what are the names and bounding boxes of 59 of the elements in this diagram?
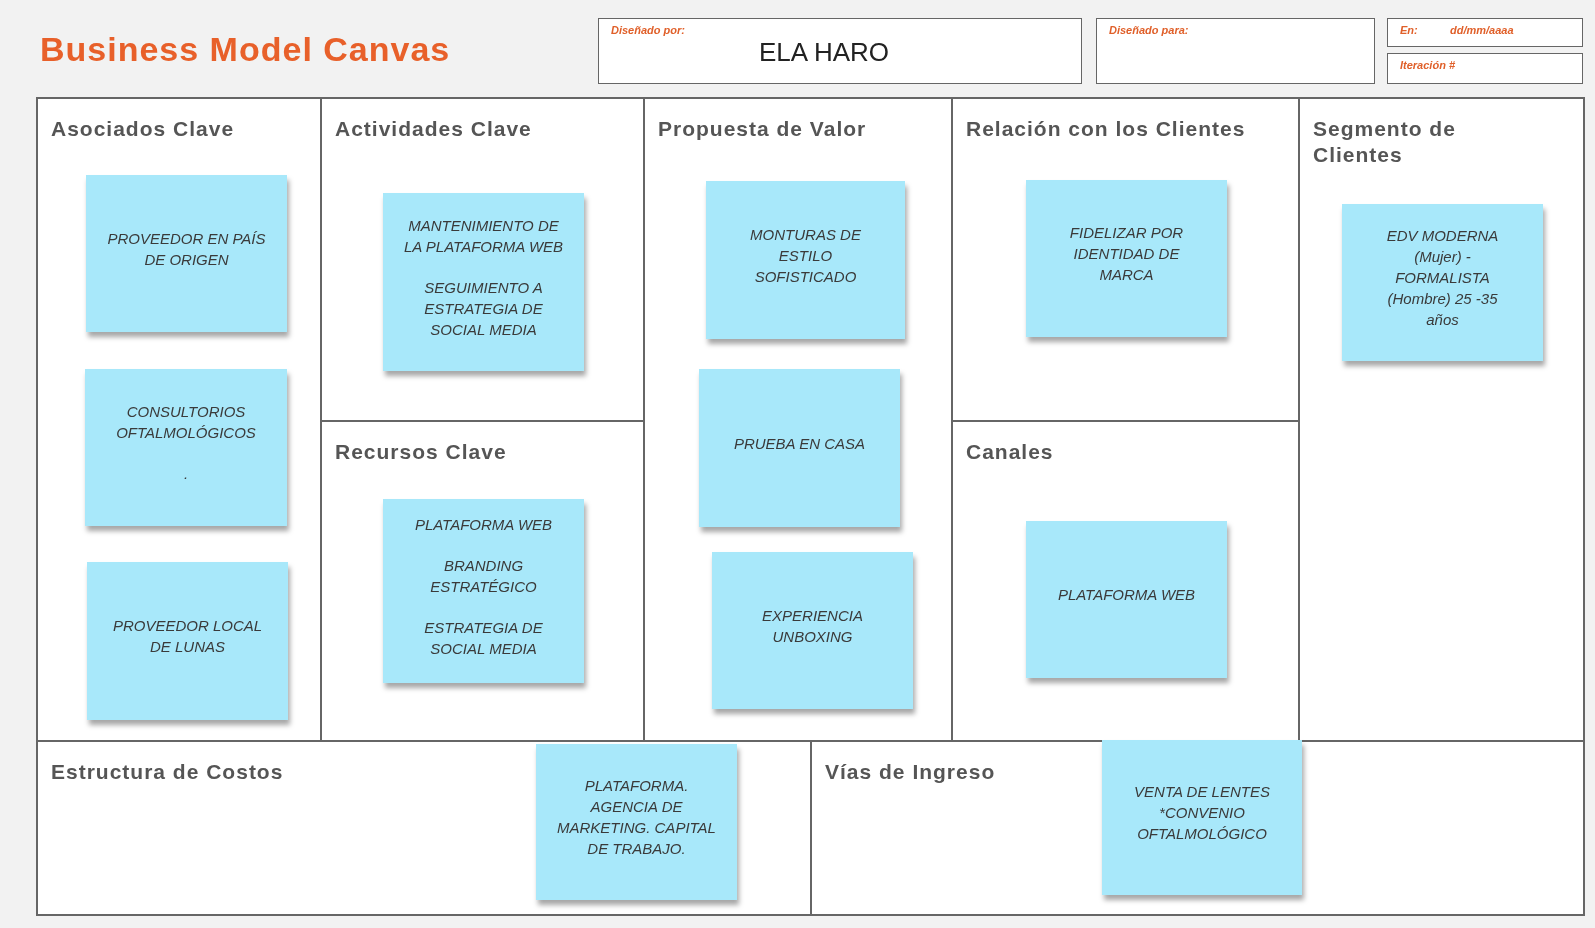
section-heading: Segmento de Clientes [1313, 116, 1457, 168]
note-text: PLATAFORMA WEB [414, 514, 553, 535]
field-value: ELA HARO [759, 37, 890, 68]
canvas-section [951, 420, 1300, 742]
canvas-section [320, 420, 645, 742]
sticky-note [383, 193, 584, 371]
note-text: MONTURAS DE ESTILO SOFISTICADO [749, 224, 862, 287]
sticky-note [1026, 521, 1227, 678]
sticky-note [699, 369, 900, 527]
canvas-title: Business Model Canvas [40, 30, 451, 69]
section-heading: Canales [966, 439, 1055, 465]
header-field [1387, 53, 1583, 84]
note-text: PROVEEDOR LOCAL DE LUNAS [111, 616, 264, 657]
section-heading: Recursos Clave [335, 439, 508, 465]
canvas-section [36, 740, 812, 916]
canvas-section [810, 740, 1585, 916]
sticky-note [712, 552, 913, 709]
note-text: PLATAFORMA. AGENCIA DE MARKETING. CAPITAL DE TRABAJO. [556, 776, 717, 859]
sticky-note [383, 499, 584, 683]
field-label: Iteración # [1400, 59, 1456, 71]
field-label: Diseñado por: [611, 24, 685, 36]
canvas-section [951, 97, 1300, 422]
sticky-note [86, 175, 287, 332]
canvas-section [36, 97, 322, 742]
note-text: BRANDING ESTRATÉGICO [429, 555, 538, 597]
note-text: EXPERIENCIA UNBOXING [761, 605, 864, 647]
sticky-note [1026, 180, 1227, 337]
canvas-section [1298, 97, 1585, 742]
sticky-note [85, 369, 287, 526]
sticky-note [706, 181, 905, 339]
header-field [1387, 18, 1583, 47]
canvas-section [320, 97, 645, 422]
sticky-note [1102, 740, 1302, 895]
field-label: En: [1400, 24, 1418, 36]
sticky-note [1342, 204, 1543, 361]
note-text: MANTENIMIENTO DE LA PLATAFORMA WEB [403, 215, 564, 257]
sticky-note [536, 744, 737, 900]
header-field [598, 18, 1082, 84]
sticky-note [87, 562, 288, 720]
field-label: Diseñado para: [1109, 24, 1189, 36]
note-text: PLATAFORMA WEB [1057, 585, 1196, 605]
note-text: PROVEEDOR EN PAÍS DE ORIGEN [106, 228, 267, 270]
section-heading: Estructura de Costos [51, 759, 285, 785]
header-field [1096, 18, 1375, 84]
note-text: PRUEBA EN CASA [733, 433, 866, 454]
canvas-section [643, 97, 953, 742]
section-heading: Relación con los Clientes [966, 116, 1247, 142]
note-text: EDV MODERNA (Mujer) - FORMALISTA (Hombre) 25 -35 años [1385, 226, 1500, 330]
section-heading: Vías de Ingreso [825, 759, 997, 785]
note-text: . [183, 464, 189, 484]
field-value: dd/mm/aaaa [1450, 24, 1514, 36]
section-heading: Actividades Clave [335, 116, 533, 142]
section-heading: Asociados Clave [51, 116, 236, 142]
note-text: SEGUIMIENTO A ESTRATEGIA DE SOCIAL MEDIA [423, 277, 544, 340]
note-text: CONSULTORIOS OFTALMOLÓGICOS [115, 402, 257, 443]
note-text: FIDELIZAR POR IDENTIDAD DE MARCA [1068, 223, 1185, 285]
section-heading: Propuesta de Valor [658, 116, 868, 142]
note-text: VENTA DE LENTES *CONVENIO OFTALMOLÓGICO [1133, 782, 1271, 844]
note-text: ESTRATEGIA DE SOCIAL MEDIA [423, 617, 544, 659]
